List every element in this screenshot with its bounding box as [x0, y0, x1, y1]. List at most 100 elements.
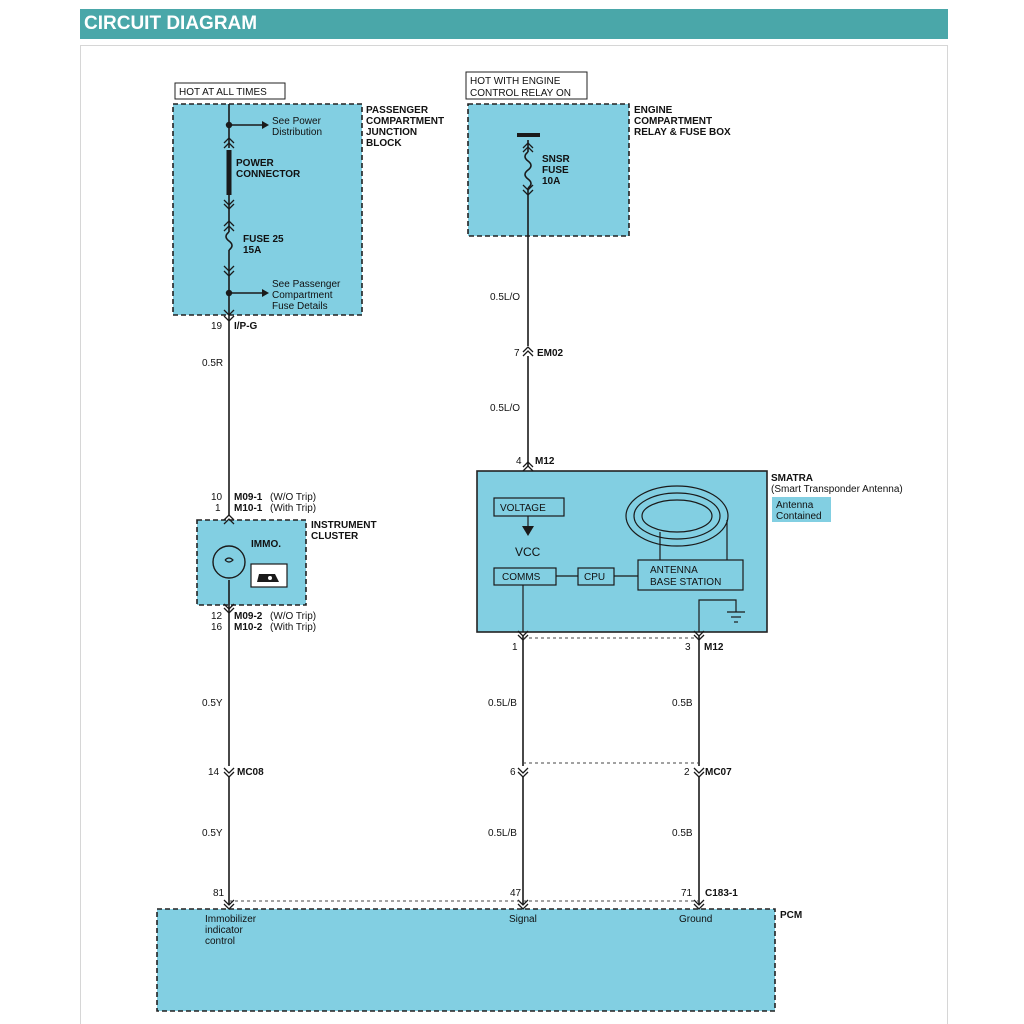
- svg-text:0.5Y: 0.5Y: [202, 698, 223, 709]
- svg-text:0.5R: 0.5R: [202, 358, 223, 369]
- snsr-fuse-labels: SNSR FUSE 10A: [542, 154, 571, 187]
- branch-markers: [225, 121, 534, 536]
- svg-text:PASSENGER: PASSENGER: [366, 105, 429, 116]
- connector-labels: 19 I/P-G 7 EM02 4 M12 10 M09-1 (W/O Trip…: [208, 321, 738, 899]
- svg-text:M10-1: M10-1: [234, 503, 263, 514]
- smatra-subtitle: (Smart Transponder Antenna): [771, 484, 903, 495]
- svg-text:COMPARTMENT: COMPARTMENT: [634, 116, 712, 127]
- svg-text:CLUSTER: CLUSTER: [311, 531, 359, 542]
- connector-group-lines: [229, 637, 699, 902]
- svg-text:0.5L/O: 0.5L/O: [490, 403, 520, 414]
- svg-text:M10-2: M10-2: [234, 622, 263, 633]
- svg-text:(W/O Trip): (W/O Trip): [270, 611, 316, 622]
- passenger-junction-block-box: [172, 103, 363, 316]
- svg-text:0.5Y: 0.5Y: [202, 828, 223, 839]
- svg-text:See Power: See Power: [272, 116, 322, 127]
- svg-text:M09-2: M09-2: [234, 611, 263, 622]
- pcjb-internal-labels: See Power Distribution POWER CONNECTOR F…: [236, 116, 341, 312]
- svg-text:ENGINE: ENGINE: [634, 105, 673, 116]
- hot-at-all-times-label-box: [174, 82, 286, 100]
- voltage-arrow-head: [522, 526, 534, 536]
- svg-text:control: control: [205, 936, 235, 947]
- svg-text:0.5B: 0.5B: [672, 698, 693, 709]
- svg-text:RELAY & FUSE BOX: RELAY & FUSE BOX: [634, 127, 731, 138]
- svg-text:12: 12: [211, 611, 223, 622]
- svg-text:10: 10: [211, 492, 223, 503]
- svg-text:10A: 10A: [542, 176, 560, 187]
- svg-text:Fuse Details: Fuse Details: [272, 301, 328, 312]
- svg-text:indicator: indicator: [205, 925, 243, 936]
- diagram-frame: [80, 45, 948, 1024]
- page-title: CIRCUIT DIAGRAM: [80, 9, 948, 39]
- svg-text:6: 6: [510, 767, 516, 778]
- svg-text:M12: M12: [704, 642, 724, 653]
- svg-text:71: 71: [681, 888, 693, 899]
- svg-text:BLOCK: BLOCK: [366, 138, 402, 149]
- smatra-vcc-label: VCC: [515, 545, 541, 559]
- svg-text:I/P-G: I/P-G: [234, 321, 258, 332]
- hot-engine-label-1: HOT WITH ENGINE: [470, 76, 561, 87]
- svg-text:COMPARTMENT: COMPARTMENT: [366, 116, 444, 127]
- hot-at-all-times-label: HOT AT ALL TIMES: [179, 87, 267, 98]
- smatra-base-station-label-2: BASE STATION: [650, 577, 721, 588]
- svg-text:POWER: POWER: [236, 158, 275, 169]
- svg-text:14: 14: [208, 767, 220, 778]
- svg-text:1: 1: [215, 503, 221, 514]
- antenna-contained-label-2: Contained: [776, 511, 822, 522]
- svg-text:Compartment: Compartment: [272, 290, 333, 301]
- instrument-cluster-box: [196, 519, 307, 606]
- wire-labels: 0.5R 0.5L/O 0.5L/O 0.5Y 0.5Y 0.5L/B 0.5L…: [202, 292, 693, 839]
- svg-text:15A: 15A: [243, 245, 261, 256]
- snsr-fuse-symbol: [524, 151, 532, 189]
- svg-text:19: 19: [211, 321, 223, 332]
- svg-text:(With Trip): (With Trip): [270, 622, 316, 633]
- smatra-voltage-label: VOLTAGE: [500, 503, 546, 514]
- svg-text:3: 3: [685, 642, 691, 653]
- svg-text:SNSR: SNSR: [542, 154, 571, 165]
- connector-chevrons: [223, 137, 705, 910]
- smatra-internals: [493, 485, 745, 632]
- svg-text:81: 81: [213, 888, 225, 899]
- svg-text:INSTRUMENT: INSTRUMENT: [311, 520, 377, 531]
- svg-text:See Passenger: See Passenger: [272, 279, 341, 290]
- svg-text:FUSE: FUSE: [542, 165, 569, 176]
- svg-text:CONNECTOR: CONNECTOR: [236, 169, 301, 180]
- svg-text:MC08: MC08: [237, 767, 264, 778]
- wires: [226, 104, 700, 905]
- svg-text:(With Trip): (With Trip): [270, 503, 316, 514]
- svg-text:JUNCTION: JUNCTION: [366, 127, 417, 138]
- svg-text:C183-1: C183-1: [705, 888, 738, 899]
- svg-text:7: 7: [514, 348, 520, 359]
- svg-text:M12: M12: [535, 456, 555, 467]
- svg-text:4: 4: [516, 456, 522, 467]
- svg-text:47: 47: [510, 888, 522, 899]
- pcjb-title: PASSENGER COMPARTMENT JUNCTION BLOCK: [366, 105, 444, 149]
- engine-relay-fuse-box: [467, 103, 630, 237]
- antenna-contained-label-1: Antenna: [776, 500, 814, 511]
- smatra-base-station-label-1: ANTENNA: [650, 565, 698, 576]
- svg-text:Distribution: Distribution: [272, 127, 322, 138]
- svg-text:0.5L/B: 0.5L/B: [488, 828, 517, 839]
- pcm-pin-labels: Immobilizer indicator control Signal Gro…: [205, 914, 712, 947]
- svg-text:Immobilizer: Immobilizer: [205, 914, 257, 925]
- pcm-box: [156, 908, 776, 1012]
- svg-text:0.5B: 0.5B: [672, 828, 693, 839]
- immo-lamp-icon: [212, 545, 246, 579]
- svg-text:Signal: Signal: [509, 914, 537, 925]
- ecrfb-title: ENGINE COMPARTMENT RELAY & FUSE BOX: [634, 105, 731, 138]
- hot-engine-label-2: CONTROL RELAY ON: [470, 88, 571, 99]
- cluster-title: INSTRUMENT CLUSTER: [311, 520, 377, 542]
- svg-text:(W/O Trip): (W/O Trip): [270, 492, 316, 503]
- immo-label: IMMO.: [251, 539, 281, 550]
- svg-text:FUSE 25: FUSE 25: [243, 234, 284, 245]
- antenna-contained-badge: [772, 497, 831, 522]
- svg-text:0.5L/B: 0.5L/B: [488, 698, 517, 709]
- fuse-25-symbol: [225, 231, 233, 251]
- svg-text:EM02: EM02: [537, 348, 564, 359]
- svg-text:M09-1: M09-1: [234, 492, 263, 503]
- svg-text:0.5L/O: 0.5L/O: [490, 292, 520, 303]
- svg-text:16: 16: [211, 622, 223, 633]
- smatra-cpu-label: CPU: [584, 572, 605, 583]
- svg-text:Ground: Ground: [679, 914, 712, 925]
